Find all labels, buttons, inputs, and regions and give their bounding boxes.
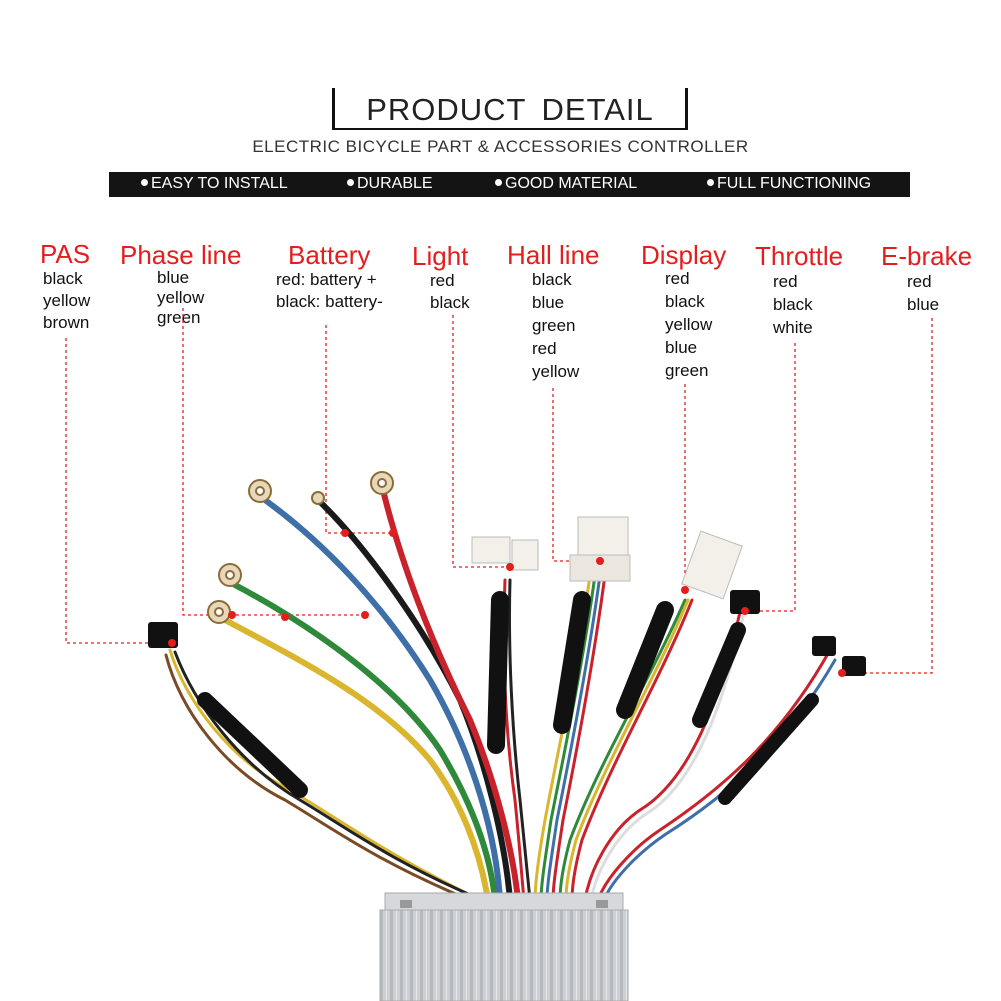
wire-color: red bbox=[430, 271, 455, 290]
wire-color: yellow bbox=[157, 288, 205, 307]
controller-body bbox=[379, 892, 629, 1001]
connectors bbox=[148, 516, 866, 676]
throttle-connector-icon bbox=[730, 590, 760, 614]
wire-color: yellow bbox=[665, 315, 713, 334]
label-heading: Phase line bbox=[120, 240, 242, 270]
wire-color: brown bbox=[43, 313, 90, 332]
bullet-icon bbox=[141, 179, 148, 186]
wire-color: blue bbox=[157, 268, 190, 287]
wire-color: yellow bbox=[532, 362, 580, 381]
wire-color: red bbox=[907, 272, 932, 291]
bullet-icon bbox=[347, 179, 354, 186]
feature-bar: EASY TO INSTALL DURABLE GOOD MATERIAL FU… bbox=[109, 172, 910, 197]
label-heading: Light bbox=[412, 241, 469, 271]
page-title: PRODUCT DETAIL bbox=[366, 92, 654, 127]
display-connector-icon bbox=[681, 530, 743, 600]
wire-color: green bbox=[665, 361, 709, 380]
label-light: Light red black bbox=[412, 242, 470, 314]
feature-item: EASY TO INSTALL bbox=[141, 175, 288, 193]
title-frame: PRODUCT DETAIL bbox=[332, 88, 688, 130]
bullet-icon bbox=[495, 179, 502, 186]
wire-color: red: battery + bbox=[276, 270, 377, 289]
wire-color: black bbox=[665, 292, 705, 311]
label-heading: Throttle bbox=[755, 241, 844, 271]
e-brake-connector-icon bbox=[812, 636, 836, 656]
label-heading: Hall line bbox=[507, 240, 600, 270]
label-display: Display red black yellow blue green bbox=[641, 241, 726, 382]
marker-dots bbox=[168, 529, 846, 677]
wire-color: black bbox=[773, 295, 813, 314]
label-heading: E-brake bbox=[881, 241, 973, 271]
wire-color: blue bbox=[665, 338, 698, 357]
heat-shrink-sleeves bbox=[197, 591, 819, 805]
label-heading: Display bbox=[641, 240, 727, 270]
label-heading: Battery bbox=[288, 240, 371, 270]
feature-item: DURABLE bbox=[347, 175, 433, 193]
wire-color: black bbox=[43, 269, 83, 288]
wire-color: green bbox=[157, 308, 201, 327]
wire-color: blue bbox=[532, 293, 565, 312]
wire-color: red bbox=[773, 272, 798, 291]
feature-item: GOOD MATERIAL bbox=[495, 175, 637, 193]
wire-color: yellow bbox=[43, 291, 91, 310]
wire-color: black bbox=[430, 293, 470, 312]
light-connector-icon bbox=[471, 536, 511, 564]
label-pas: PAS black yellow brown bbox=[40, 240, 90, 334]
label-e-brake: E-brake red blue bbox=[881, 242, 972, 316]
wire-color: black bbox=[532, 270, 572, 289]
bullet-icon bbox=[707, 179, 714, 186]
feature-item: FULL FUNCTIONING bbox=[707, 175, 871, 193]
hall-connector-icon bbox=[577, 516, 629, 558]
label-phase-line: Phase line blue yellow green bbox=[120, 241, 241, 328]
wire-color: green bbox=[532, 316, 576, 335]
wire-color: black: battery- bbox=[276, 292, 383, 311]
label-battery: Battery red: battery + black: battery- bbox=[276, 241, 383, 313]
label-hall-line: Hall line black blue green red yellow bbox=[507, 241, 600, 383]
wire-color: white bbox=[773, 318, 813, 337]
ring-terminals bbox=[207, 471, 394, 624]
page-subtitle: ELECTRIC BICYCLE PART & ACCESSORIES CONT… bbox=[252, 137, 749, 156]
wire-color: red bbox=[532, 339, 557, 358]
wire-color: blue bbox=[907, 295, 940, 314]
label-heading: PAS bbox=[40, 239, 91, 269]
label-throttle: Throttle red black white bbox=[755, 242, 843, 339]
wire-color: red bbox=[665, 269, 690, 288]
